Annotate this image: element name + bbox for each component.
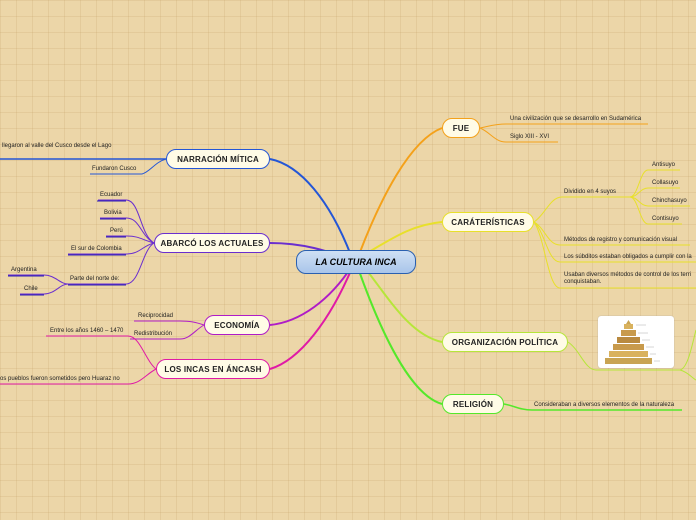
topic-label: CARÁTERÍSTICAS — [451, 218, 524, 227]
leaf-abarco-bolivia[interactable]: Bolivia — [104, 210, 122, 217]
leaf-car-contisuyo[interactable]: Contisuyo — [652, 216, 679, 223]
root-topic[interactable]: LA CULTURA INCA — [296, 250, 416, 274]
leaf-car-antisuyo[interactable]: Antisuyo — [652, 162, 675, 169]
leaf-car-metodos[interactable]: Métodos de registro y comunicación visua… — [564, 237, 677, 244]
topic-label: RELIGIÓN — [453, 400, 493, 409]
leaf-economia-redistribucion[interactable]: Redistribución — [134, 331, 172, 338]
leaf-fue-siglo[interactable]: Siglo XIII - XVI — [510, 134, 549, 141]
topic-abarco-los-actuales[interactable]: ABARCÓ LOS ACTUALES — [154, 233, 270, 253]
social-pyramid-image[interactable] — [598, 316, 674, 368]
leaf-narracion-1[interactable]: llegaron al valle del Cusco desde el Lag… — [2, 143, 111, 150]
topic-incas-en-ancash[interactable]: LOS INCAS EN ÁNCASH — [156, 359, 270, 379]
topic-label: ORGANIZACIÓN POLÍTICA — [452, 338, 558, 347]
leaf-fue-civilizacion[interactable]: Una civilización que se desarrollo en Su… — [510, 116, 641, 123]
topic-label: ABARCÓ LOS ACTUALES — [160, 239, 263, 248]
pyramid-graphic — [598, 316, 674, 368]
leaf-ancash-pueblos[interactable]: os pueblos fueron sometidos pero Huaraz … — [0, 376, 120, 383]
leaf-abarco-parte-norte[interactable]: Parte del norte de: — [70, 276, 119, 283]
leaf-car-suyos[interactable]: Dividido en 4 suyos — [564, 189, 616, 196]
leaf-abarco-argentina[interactable]: Argentina — [11, 267, 37, 274]
leaf-car-collasuyo[interactable]: Collasuyo — [652, 180, 678, 187]
topic-label: LOS INCAS EN ÁNCASH — [164, 365, 261, 374]
topic-narracion-mitica[interactable]: NARRACIÓN MÍTICA — [166, 149, 270, 169]
leaf-narracion-2[interactable]: Fundaron Cusco — [92, 166, 136, 173]
topic-label: NARRACIÓN MÍTICA — [177, 155, 259, 164]
topic-religion[interactable]: RELIGIÓN — [442, 394, 504, 414]
topic-fue[interactable]: FUE — [442, 118, 480, 138]
leaf-ancash-anios[interactable]: Entre los años 1460 – 1470 — [50, 328, 123, 335]
topic-organizacion-politica[interactable]: ORGANIZACIÓN POLÍTICA — [442, 332, 568, 352]
topic-label: FUE — [453, 124, 470, 133]
leaf-abarco-ecuador[interactable]: Ecuador — [100, 192, 122, 199]
leaf-abarco-peru[interactable]: Perú — [110, 228, 123, 235]
leaf-religion-naturaleza[interactable]: Consideraban a diversos elementos de la … — [534, 402, 674, 409]
leaf-car-chinchasuyo[interactable]: Chinchasuyo — [652, 198, 687, 205]
leaf-car-control-1[interactable]: Usaban diversos métodos de control de lo… — [564, 272, 691, 279]
leaf-car-control-2[interactable]: conquistaban. — [564, 279, 601, 286]
leaf-economia-reciprocidad[interactable]: Reciprocidad — [138, 313, 173, 320]
leaf-abarco-chile[interactable]: Chile — [24, 286, 38, 293]
leaf-abarco-colombia[interactable]: El sur de Colombia — [71, 246, 122, 253]
leaf-car-subditos[interactable]: Los súbditos estaban obligados a cumplir… — [564, 254, 692, 261]
topic-label: ECONOMÍA — [214, 321, 260, 330]
topic-caracteristicas[interactable]: CARÁTERÍSTICAS — [442, 212, 534, 232]
topic-economia[interactable]: ECONOMÍA — [204, 315, 270, 335]
root-title: LA CULTURA INCA — [315, 257, 396, 267]
